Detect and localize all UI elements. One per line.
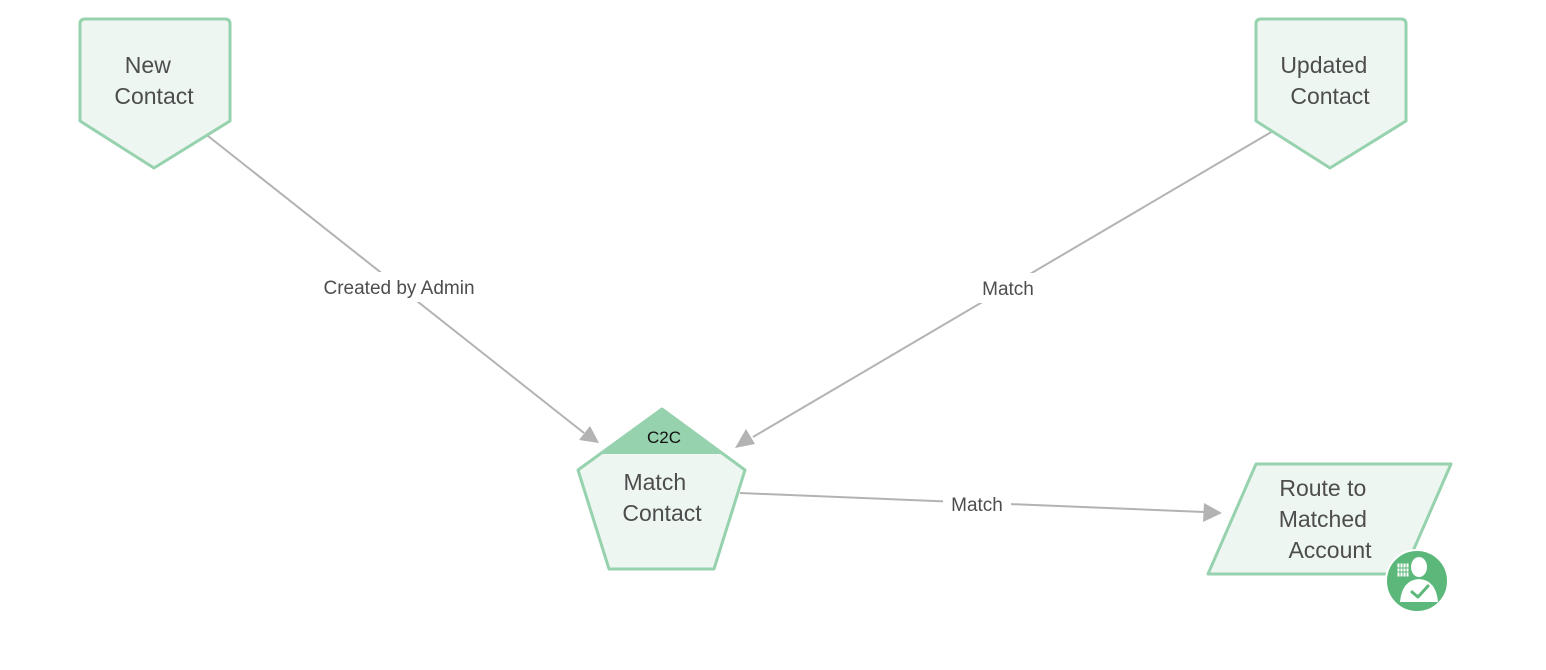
edge-label-bg	[312, 272, 486, 302]
node-label-line: Account	[1288, 537, 1372, 563]
node-label-line: Updated	[1280, 52, 1367, 78]
node-badge-band	[601, 408, 723, 454]
arrow-head	[1203, 503, 1222, 522]
arrow-head	[579, 426, 599, 443]
node-label-line: Route to	[1279, 475, 1366, 501]
user-check-icon	[1385, 549, 1449, 613]
edge-label-bg	[943, 489, 1011, 519]
node-route-to-matched-account[interactable]: Route to Matched Account	[1206, 462, 1453, 613]
node-badge-label: C2C	[647, 428, 681, 447]
node-label-line: Match	[623, 469, 686, 495]
node-label-line: New	[125, 52, 171, 78]
node-match-contact[interactable]: C2C Match Contact	[576, 407, 747, 571]
node-label-line: Contact	[622, 500, 702, 526]
edge-new-to-match[interactable]: Created by Admin	[207, 135, 599, 443]
edge-label: Match	[951, 495, 1003, 516]
node-shape	[78, 17, 232, 170]
node-label: New Contact	[114, 52, 194, 109]
node-shape	[1254, 17, 1408, 170]
arrow-head	[735, 429, 755, 448]
edge-updated-to-match[interactable]: Match	[735, 130, 1274, 448]
node-label-line: Matched	[1279, 506, 1367, 532]
node-label-line: Contact	[1290, 83, 1370, 109]
node-label-line: Contact	[114, 83, 194, 109]
node-new-contact[interactable]: New Contact	[78, 17, 232, 170]
edge-label-bg	[974, 273, 1042, 303]
node-label: Route to Matched Account	[1279, 475, 1374, 563]
node-label: Updated Contact	[1280, 52, 1373, 109]
node-label: Match Contact	[622, 469, 702, 526]
edge-label: Created by Admin	[323, 278, 474, 299]
edge-match-to-route[interactable]: Match	[739, 489, 1222, 522]
node-updated-contact[interactable]: Updated Contact	[1254, 17, 1408, 170]
edge-label: Match	[982, 279, 1034, 300]
